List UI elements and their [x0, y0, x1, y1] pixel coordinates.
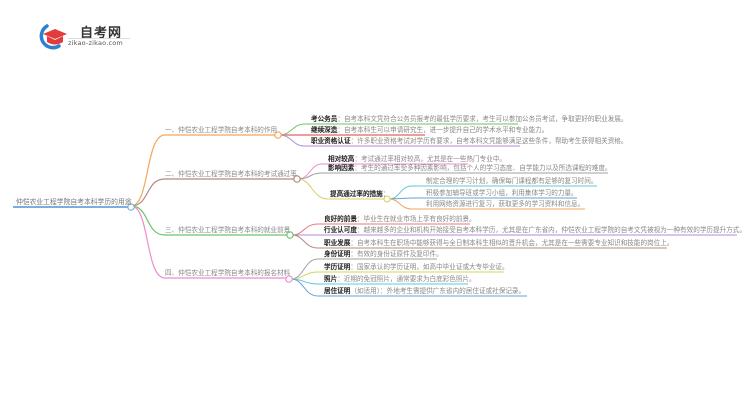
- leaf-node[interactable]: 影响因素：考生的通过率受多种因素影响，包括个人的学习态度、自学能力以及所选课程的…: [328, 164, 612, 172]
- leaf-text: ：毕业生在就业市场上享有良好的前景。: [356, 215, 476, 223]
- leaf-term: 职业发展: [324, 239, 351, 247]
- root-node[interactable]: 仲恺农业工程学院自考本科学历的用途: [16, 198, 132, 206]
- leaf-term: 相对较高: [328, 155, 355, 163]
- leaf-term: 职业资格认证: [311, 137, 351, 145]
- leaf-text: ：自考本科文凭符合公务员报考的最低学历要求，考生可以参加公务员考试，争取更好的职…: [337, 115, 628, 123]
- leaf-term: 提高通过率的措施: [330, 190, 383, 198]
- leaf-text: （如适用）：外地考生需提供广东省内的居住证或社保记录。: [350, 287, 526, 295]
- leaf-term: 良好的前景: [324, 215, 357, 223]
- leaf-text: ：自考本科生可以申请研究生，进一步提升自己的学术水平和专业能力。: [337, 126, 549, 134]
- leaf-text: ：许多职业资格考试对学历有要求，自考本科文凭能够满足这些条件，帮助考生获得相关资…: [350, 137, 628, 145]
- leaf-node[interactable]: 考公务员：自考本科文凭符合公务员报考的最低学历要求，考生可以参加公务员考试，争取…: [311, 115, 628, 123]
- branch-node-employment[interactable]: 三、仲恺农业工程学院自考本科的就业前景: [165, 226, 291, 234]
- leaf-node[interactable]: 居住证明（如适用）：外地考生需提供广东省内的居住证或社保记录。: [324, 287, 525, 295]
- leaf-node[interactable]: 职业资格认证：许多职业资格考试对学历有要求，自考本科文凭能够满足这些条件，帮助考…: [311, 137, 628, 145]
- leaf-node[interactable]: 身份证明：有效的身份证原件及复印件。: [324, 250, 443, 258]
- leaf-node[interactable]: 提高通过率的措施：: [330, 190, 389, 198]
- leaf-text: ：有效的身份证原件及复印件。: [350, 250, 443, 258]
- leaf-term: 影响因素: [328, 164, 355, 172]
- leaf-text: ：考试通过率相对较高，尤其是在一些热门专业中。: [354, 155, 507, 163]
- leaf-term: 照片: [324, 275, 338, 283]
- leaf-node[interactable]: 良好的前景：毕业生在就业市场上享有良好的前景。: [324, 215, 476, 223]
- logo-url: zikao-zikao.com: [68, 39, 123, 47]
- leaf-text: ：自考本科生在职场中能够获得与全日制本科生相似的晋升机会，尤其是在一些需要专业知…: [350, 239, 674, 247]
- sub-leaf-node[interactable]: 利用网络资源进行复习，获取更多的学习资料和信息。: [426, 200, 585, 208]
- leaf-text: ：越来越多的企业和机构开始接受自考本科学历，尤其是在广东省内，仲恺农业工程学院的…: [356, 226, 746, 234]
- leaf-text: ：国家承认的学历证明，如高中毕业证或大专毕业证。: [350, 263, 509, 271]
- graduation-cap-icon: [39, 24, 67, 50]
- sub-leaf-node[interactable]: 制定合理的学习计划，确保每门课程都有足够的复习时间。: [426, 177, 598, 185]
- leaf-node[interactable]: 照片：近期的免冠照片，通常要求为白底彩色照片。: [324, 275, 476, 283]
- logo-title: 自考网: [80, 26, 123, 41]
- leaf-term: 居住证明: [324, 287, 351, 295]
- leaf-text: ：: [382, 190, 390, 198]
- leaf-node[interactable]: 职业发展：自考本科生在职场中能够获得与全日制本科生相似的晋升机会，尤其是在一些需…: [324, 239, 673, 247]
- leaf-term: 考公务员: [311, 115, 338, 123]
- leaf-node[interactable]: 学历证明：国家承认的学历证明，如高中毕业证或大专毕业证。: [324, 263, 509, 271]
- leaf-term: 身份证明: [324, 250, 351, 258]
- branch-node-purpose[interactable]: 一、仲恺农业工程学院自考本科的作用: [165, 126, 278, 134]
- leaf-node[interactable]: 相对较高：考试通过率相对较高，尤其是在一些热门专业中。: [328, 155, 506, 163]
- branch-node-pass-rate[interactable]: 二、仲恺农业工程学院自考本科的考试通过率: [165, 170, 297, 178]
- leaf-term: 学历证明: [324, 263, 351, 271]
- leaf-text: ：近期的免冠照片，通常要求为白底彩色照片。: [337, 275, 476, 283]
- leaf-term: 继续深造: [311, 126, 338, 134]
- site-logo[interactable]: [33, 22, 143, 52]
- leaf-text: ：考生的通过率受多种因素影响，包括个人的学习态度、自学能力以及所选课程的难度。: [354, 164, 612, 172]
- leaf-term: 行业认可度: [324, 226, 357, 234]
- leaf-node[interactable]: 行业认可度：越来越多的企业和机构开始接受自考本科学历，尤其是在广东省内，仲恺农业…: [324, 226, 746, 234]
- logo-divider: [68, 38, 130, 39]
- leaf-node[interactable]: 继续深造：自考本科生可以申请研究生，进一步提升自己的学术水平和专业能力。: [311, 126, 548, 134]
- branch-node-materials[interactable]: 四、仲恺农业工程学院自考本科的报名材料: [165, 269, 291, 277]
- sub-leaf-node[interactable]: 积极参加辅导班或学习小组，利用集体学习的力量。: [426, 189, 578, 197]
